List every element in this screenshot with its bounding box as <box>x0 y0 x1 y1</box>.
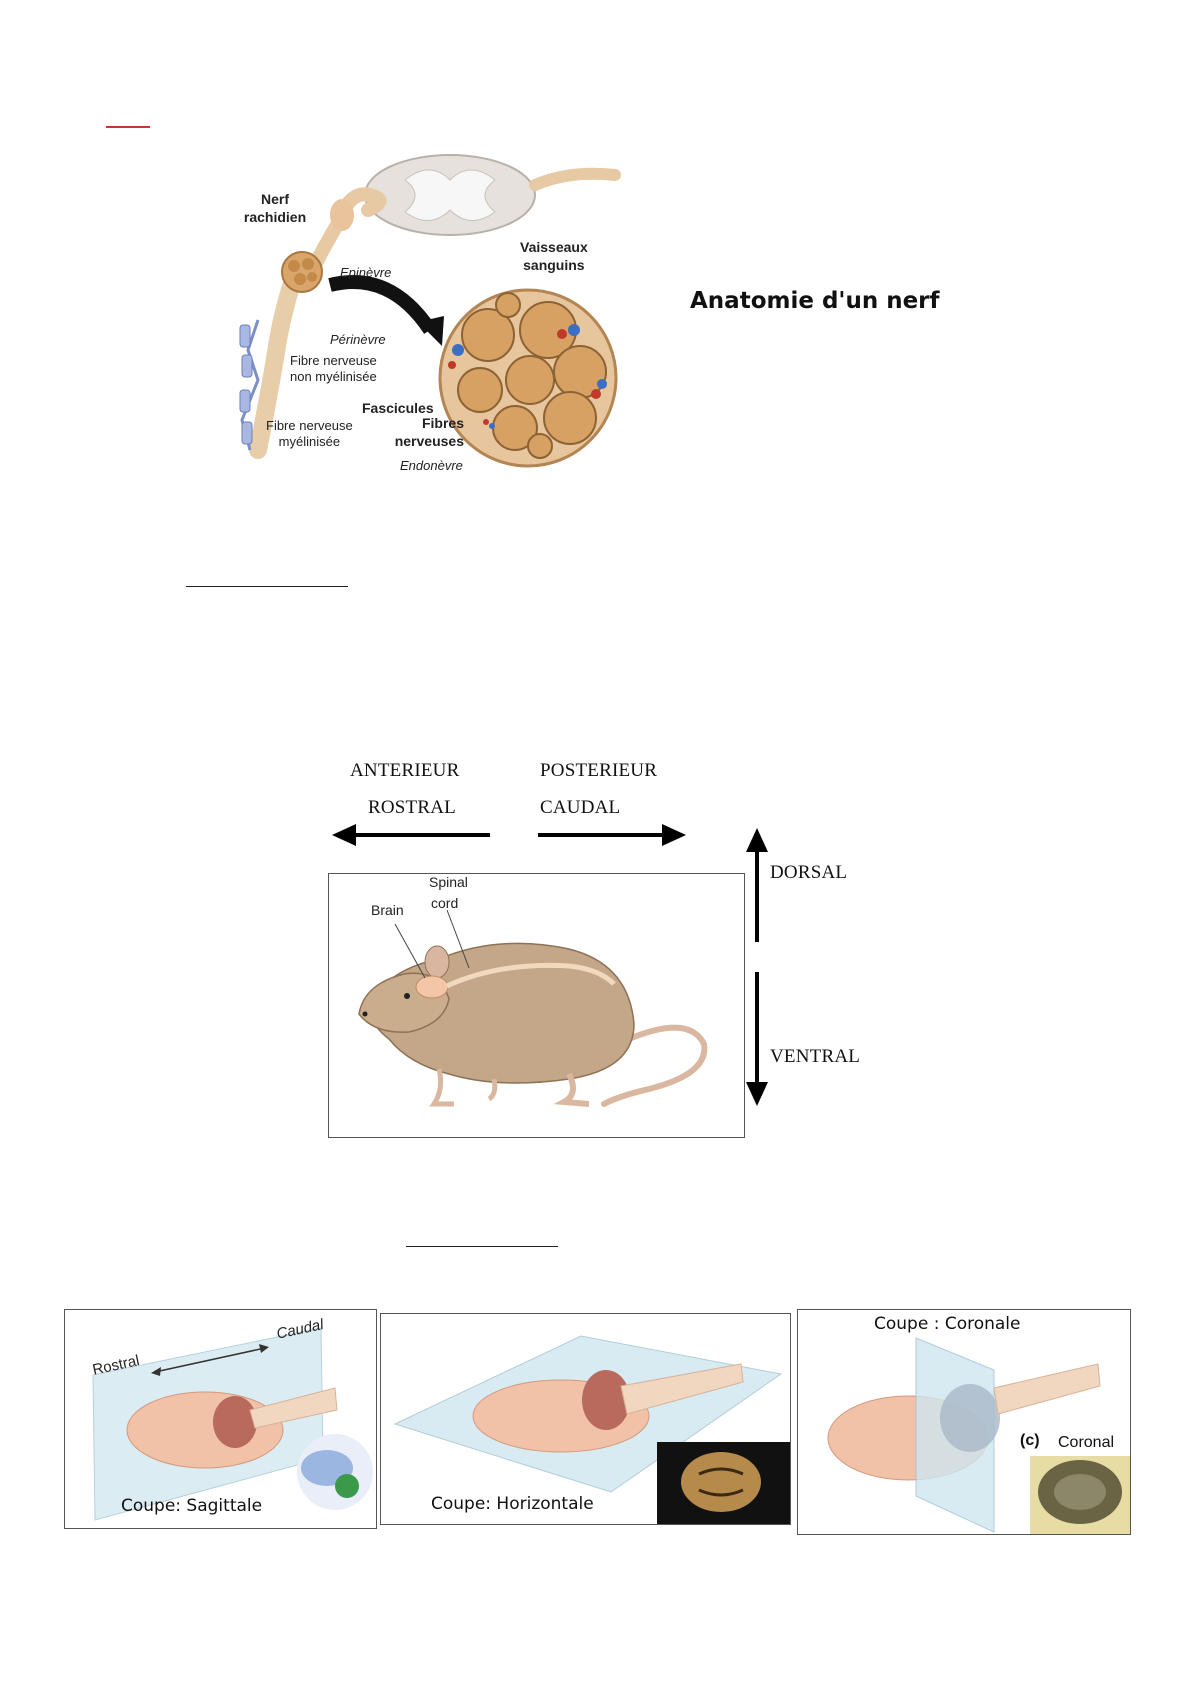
label-rostral: ROSTRAL <box>368 797 456 818</box>
label-dorsal: DORSAL <box>770 862 848 883</box>
nerve-diagram <box>239 154 621 468</box>
label-caudal: CAUDAL <box>540 797 621 818</box>
coronal-illustration <box>827 1337 1130 1534</box>
label-nerf-rachidien: Nerf rachidien <box>243 191 307 225</box>
label-fibre-non-myelinisee: Fibre nerveuse non myélinisée <box>290 353 377 384</box>
coronal-inset-label: Coronal <box>1058 1434 1115 1451</box>
label-anterieur: ANTERIEUR <box>350 760 460 781</box>
arrow-right-icon <box>259 1344 269 1353</box>
horizontal-caption: Coupe: Horizontale <box>431 1494 594 1514</box>
label-posterieur: POSTERIEUR <box>540 760 658 781</box>
coronal-section-panel: Coupe : Coronale (c) Coronal <box>797 1309 1131 1535</box>
label-ventral: VENTRAL <box>770 1046 861 1067</box>
arrow-down-icon <box>746 1082 768 1106</box>
arrow-left-icon <box>332 824 356 846</box>
arrow-right-icon <box>662 824 686 846</box>
horizontal-illustration <box>393 1335 790 1524</box>
horizontal-arrows <box>332 824 686 846</box>
section-rule-2 <box>406 1246 558 1247</box>
heading-rule-red <box>106 126 150 128</box>
sagittal-illustration <box>92 1327 373 1521</box>
coronal-inset-letter: (c) <box>1020 1432 1040 1449</box>
label-epinevre: Epinèvre <box>340 265 392 280</box>
rat-label-spinal-cord: Spinal cord <box>429 874 468 911</box>
horizontal-section-panel: Coupe: Horizontale <box>380 1313 791 1525</box>
label-fascicules: Fascicules <box>362 400 434 416</box>
label-fibre-myelinisee: Fibre nerveuse myélinisée <box>266 418 353 449</box>
vertical-arrows <box>746 828 768 1106</box>
label-vaisseaux-sanguins: Vaisseaux sanguins <box>520 239 588 273</box>
rat-label-brain: Brain <box>371 902 404 918</box>
section-rule <box>186 586 348 587</box>
label-perinevre: Périnèvre <box>330 332 386 347</box>
nerve-figure-title: Anatomie d'un nerf <box>690 288 940 314</box>
rat-illustration <box>358 909 708 1107</box>
sagittal-section-panel: Rostral Caudal Coupe: Sagittale <box>64 1309 377 1529</box>
sagittal-caption: Coupe: Sagittale <box>121 1496 263 1516</box>
nerve-anatomy-figure: Nerf rachidien Epinèvre Périnèvre Fibre … <box>230 150 630 490</box>
rat-illustration-panel: Brain Spinal cord <box>328 873 745 1138</box>
label-endonevre: Endonèvre <box>400 458 463 473</box>
arrow-up-icon <box>746 828 768 852</box>
coronal-caption: Coupe : Coronale <box>874 1314 1021 1334</box>
arrow-left-icon <box>151 1367 161 1376</box>
label-fibres-nerveuses: Fibres nerveuses <box>394 415 464 449</box>
